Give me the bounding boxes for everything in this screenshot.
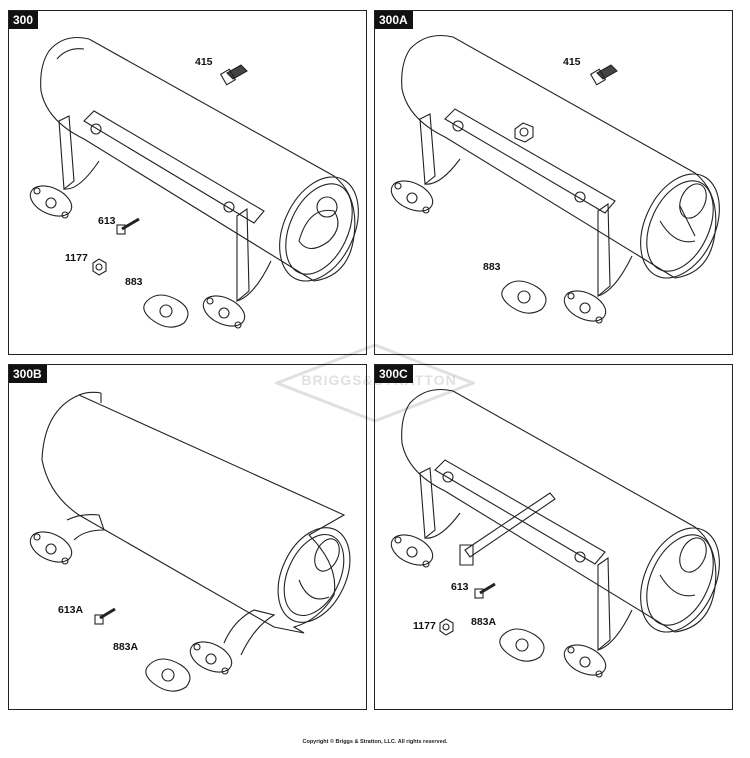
part-label-613: 613 — [451, 581, 469, 593]
part-label-613: 613 — [98, 215, 116, 227]
part-label-883: 883 — [483, 261, 501, 273]
muffler-assembly-drawing — [390, 34, 720, 324]
part-label-883a: 883A — [113, 641, 139, 653]
part-label-613a: 613A — [58, 604, 84, 616]
copyright-notice: Copyright © Briggs & Stratton, LLC. All … — [302, 739, 448, 745]
panel-300b: 300B 613A 883A — [8, 364, 367, 710]
muffler-assembly-drawing — [29, 36, 359, 329]
part-label-1177: 1177 — [65, 252, 88, 264]
part-label-883: 883 — [125, 276, 143, 288]
muffler-with-heat-shield-drawing — [29, 391, 351, 692]
panel-tag: 300A — [375, 11, 413, 29]
panel-tag: 300C — [375, 365, 413, 383]
panel-tag: 300 — [9, 11, 39, 29]
panel-tag: 300B — [9, 365, 47, 383]
panel-300: 300 415 613 1177 883 — [8, 10, 367, 355]
part-label-1177: 1177 — [413, 620, 436, 632]
panel-300a: 300A 415 883 — [374, 10, 733, 355]
watermark-text: BRIGGS&STRATTON — [301, 372, 457, 388]
panel-300c: 300C 613 1177 883A — [374, 364, 733, 710]
part-label-883a: 883A — [471, 616, 497, 628]
muffler-assembly-drawing — [390, 388, 720, 678]
part-label-415: 415 — [195, 56, 213, 68]
part-label-415: 415 — [563, 56, 581, 68]
